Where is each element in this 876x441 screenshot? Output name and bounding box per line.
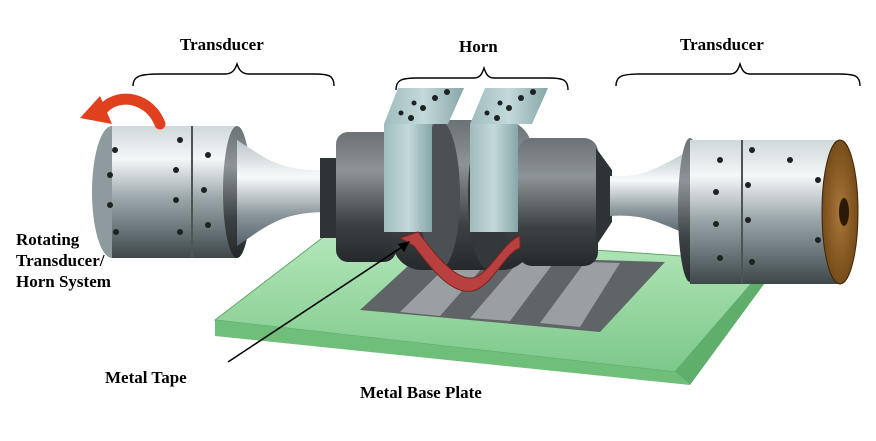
label-rotating-line1: Rotating xyxy=(16,230,80,249)
label-transducer-left: Transducer xyxy=(180,35,264,54)
label-horn: Horn xyxy=(459,37,498,56)
brace-horn xyxy=(395,65,569,91)
tape-pointer xyxy=(227,241,410,363)
brace-transducer-left xyxy=(132,61,335,87)
left-transducer xyxy=(92,126,328,258)
label-rotating-line2: Transducer/ xyxy=(16,251,105,270)
right-transducer xyxy=(610,138,859,285)
rotation-arrow xyxy=(80,93,166,130)
label-metal-tape: Metal Tape xyxy=(105,368,187,387)
label-rotating-line3: Horn System xyxy=(16,272,111,291)
horn-clamps xyxy=(384,88,548,232)
metal-strips xyxy=(360,255,665,332)
label-rotating-system: Rotating Transducer/ Horn System xyxy=(16,229,111,292)
label-metal-base-plate: Metal Base Plate xyxy=(360,383,482,402)
right-horn-body xyxy=(518,138,612,266)
metal-tape xyxy=(398,231,521,292)
brace-transducer-right xyxy=(615,61,861,87)
label-transducer-right: Transducer xyxy=(680,35,764,54)
left-horn-body xyxy=(320,132,396,262)
